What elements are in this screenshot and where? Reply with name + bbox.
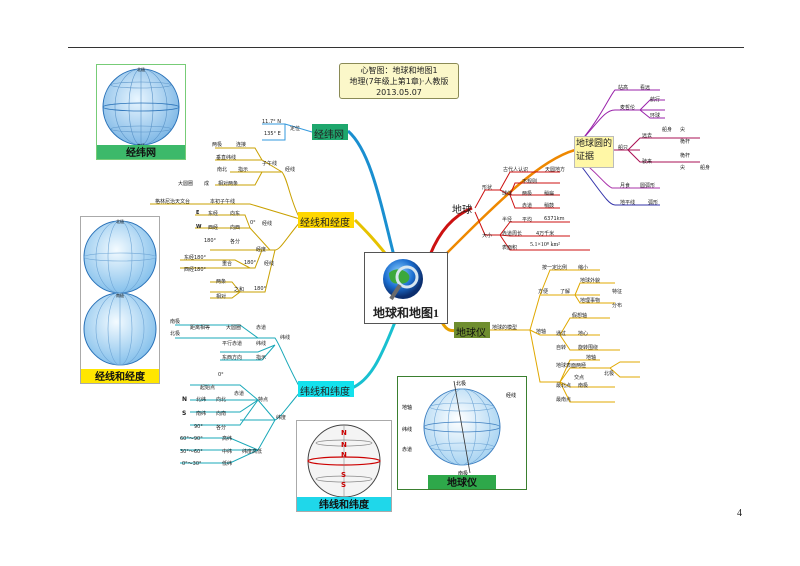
- svg-text:赤道: 赤道: [402, 446, 412, 453]
- svg-text:北极: 北极: [137, 66, 145, 72]
- figure-caption-weixian: 纬线和纬度: [319, 500, 369, 511]
- title-line-1: 心智图：地球和地图1: [360, 66, 438, 75]
- globe-pair-icon: 北极 南极: [83, 218, 157, 366]
- title-line-2: 地理(7年级上第1章)·人教版: [349, 77, 449, 86]
- svg-text:北极: 北极: [116, 218, 124, 224]
- branch-label-diqiu: 地球: [452, 205, 472, 216]
- svg-text:S: S: [341, 481, 346, 489]
- branch-label-jingxian: 经线和经度: [300, 218, 350, 229]
- figure-weixian: N N N S S 纬线和纬度: [296, 420, 392, 512]
- figure-diqiuyi: 北极 南极 地轴 纬线 赤道 经线 地球仪: [397, 376, 527, 490]
- top-rule: [68, 47, 744, 48]
- branch-label-diqiuyi: 地球仪: [456, 328, 486, 339]
- svg-text:经线: 经线: [506, 392, 516, 399]
- branch-box-weixian: [298, 381, 354, 397]
- figure-jingwei-net: 北极 南极 经纬网: [96, 64, 186, 160]
- branch-line-jingwei: [346, 129, 397, 261]
- branch-line-weixian: [351, 321, 397, 390]
- branch-line-diqiu: [428, 206, 473, 256]
- branch-label-weixian: 纬线和纬度: [300, 387, 350, 398]
- latitude-globe-icon: N N N S S: [307, 424, 381, 498]
- svg-text:南极: 南极: [458, 470, 468, 477]
- globe-model-icon: 北极 南极 地轴 纬线 赤道 经线: [402, 380, 516, 477]
- svg-text:S: S: [341, 471, 346, 479]
- center-label: 地球和地图1: [372, 306, 439, 320]
- page-number: 4: [737, 508, 742, 519]
- branch-line-zhengju: [439, 148, 576, 261]
- figure-caption-jingxian: 经线和经度: [95, 372, 145, 383]
- branch-box-jingxian: [298, 212, 354, 228]
- center-node: 地球和地图1: [364, 252, 448, 324]
- title-line-3: 2013.05.07: [376, 88, 422, 97]
- svg-text:北极: 北极: [456, 380, 466, 387]
- globe-grid-icon: 北极 南极: [102, 66, 180, 148]
- svg-text:N: N: [341, 441, 347, 449]
- title-box: 心智图：地球和地图1 地理(7年级上第1章)·人教版 2013.05.07: [339, 63, 459, 99]
- svg-text:地轴: 地轴: [402, 404, 412, 411]
- figure-caption-diqiuyi: 地球仪: [447, 478, 477, 489]
- branch-label-jingwei: 经纬网: [314, 130, 344, 141]
- branch-box-zhengju: [574, 136, 614, 168]
- svg-text:N: N: [341, 451, 347, 459]
- svg-text:南极: 南极: [116, 292, 124, 298]
- figure-caption-jingwei: 经纬网: [126, 148, 156, 159]
- branch-box-jingwei: [312, 124, 348, 140]
- svg-text:纬线: 纬线: [402, 426, 412, 433]
- magnifier-globe-icon: [383, 259, 423, 301]
- branch-label-zhengju: 地球圆的证据: [576, 139, 613, 162]
- figure-jingxian: 北极 南极 经线和经度: [80, 216, 160, 384]
- svg-text:N: N: [341, 429, 347, 437]
- branch-box-diqiuyi: [454, 322, 490, 338]
